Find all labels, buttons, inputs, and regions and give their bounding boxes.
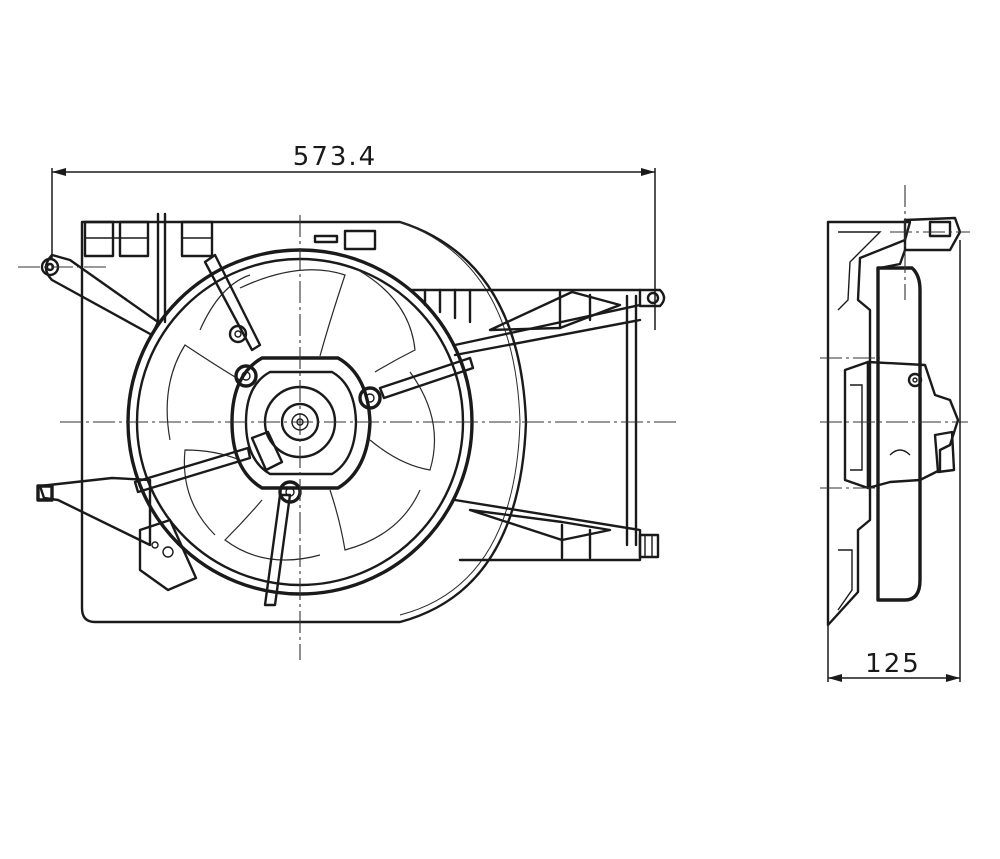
- depth-dimension: 125: [827, 240, 961, 682]
- fan-blades: [166, 269, 436, 561]
- side-top-bracket: [878, 216, 962, 270]
- side-motor: [843, 266, 960, 602]
- motor-hub: [230, 356, 372, 490]
- top-bracket-tabs: [83, 212, 377, 324]
- width-dimension: 573.4: [51, 142, 656, 330]
- width-dimension-label: 573.4: [293, 142, 377, 172]
- side-view: 125: [820, 185, 970, 682]
- front-view: 573.4: [18, 142, 680, 660]
- side-center-lines: [820, 185, 970, 489]
- left-lower-mount: [36, 476, 198, 592]
- spoke-bolts: [234, 364, 382, 504]
- depth-dimension-label: 125: [865, 649, 921, 679]
- front-center-lines: [18, 215, 680, 660]
- right-frame: [408, 288, 666, 562]
- side-shroud: [826, 220, 912, 627]
- shroud-outline: [80, 220, 528, 624]
